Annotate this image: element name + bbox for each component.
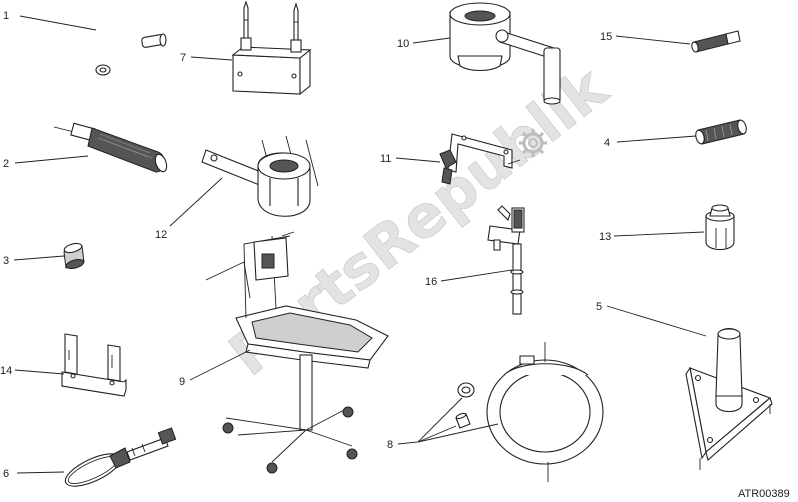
callout-1: 1 <box>3 10 9 22</box>
tool-part-13 <box>705 204 735 251</box>
gear-icon <box>519 129 547 157</box>
callout-2: 2 <box>3 158 9 170</box>
callout-13: 13 <box>599 231 611 243</box>
tool-part-2 <box>53 122 168 173</box>
tool-part-1 <box>93 10 167 76</box>
callout-8: 8 <box>387 439 393 451</box>
tool-part-10 <box>449 2 561 105</box>
callout-15: 15 <box>600 31 612 43</box>
tool-part-6 <box>64 427 177 487</box>
tool-part-8 <box>455 342 604 482</box>
tool-part-4 <box>695 119 747 145</box>
callout-14: 14 <box>0 365 12 377</box>
leader-lines <box>13 15 707 474</box>
drawing-reference-code: ATR00389 <box>738 488 790 500</box>
callout-10: 10 <box>397 38 409 50</box>
tool-part-9 <box>205 231 389 474</box>
callout-16: 16 <box>425 276 437 288</box>
callout-4: 4 <box>604 137 610 149</box>
tool-part-15 <box>691 30 741 53</box>
callout-9: 9 <box>179 376 185 388</box>
tool-part-14 <box>61 333 127 397</box>
callout-7: 7 <box>180 52 186 64</box>
callout-labels: 1 2 3 4 5 6 7 8 9 10 11 12 13 14 15 16 <box>0 10 612 480</box>
callout-6: 6 <box>3 468 9 480</box>
tool-part-5 <box>685 327 773 470</box>
tool-part-7 <box>231 0 312 96</box>
callout-5: 5 <box>596 301 602 313</box>
tool-part-3 <box>63 242 85 270</box>
tool-part-12 <box>201 135 319 217</box>
tool-part-11 <box>439 133 521 185</box>
tool-part-16 <box>487 205 525 315</box>
callout-12: 12 <box>155 229 167 241</box>
callout-11: 11 <box>380 153 391 165</box>
callout-3: 3 <box>3 255 9 267</box>
